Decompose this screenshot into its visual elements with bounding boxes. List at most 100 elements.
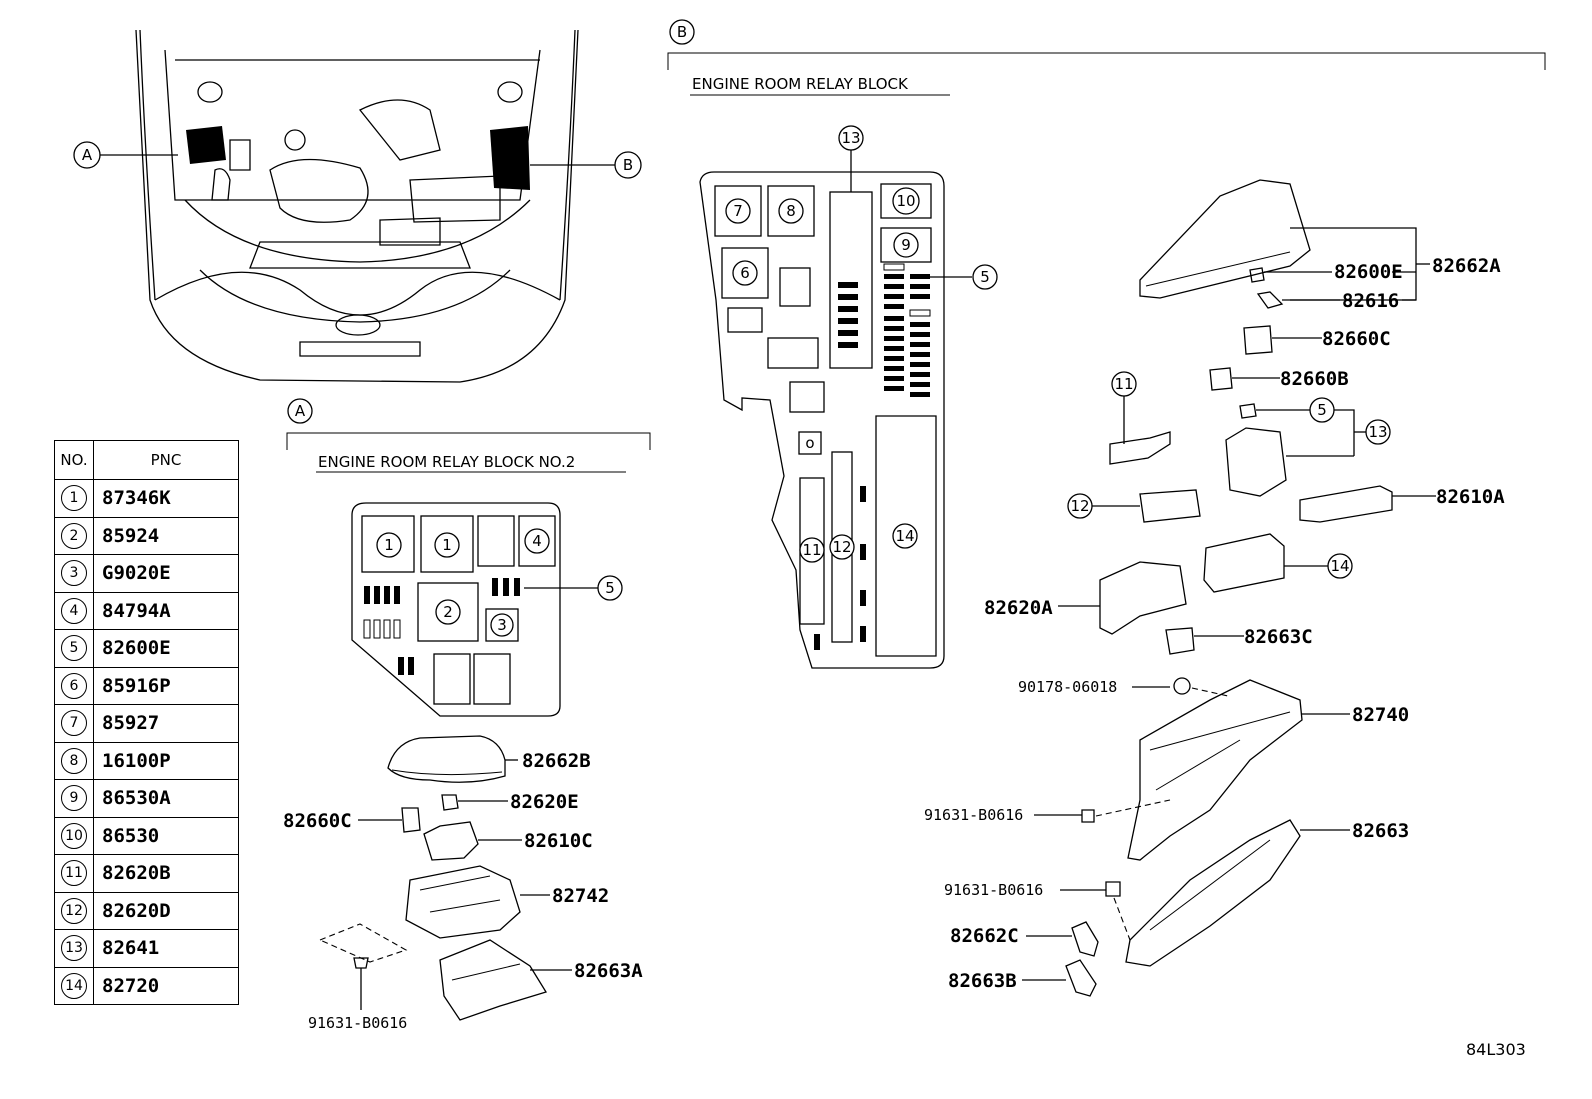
part-82620e: 82620E	[510, 791, 579, 813]
callout-b-label: B	[623, 156, 633, 174]
row-number-circle: 6	[61, 672, 87, 699]
callout-b-vehicle: B	[530, 151, 642, 179]
row-pnc: 16100P	[93, 741, 239, 780]
row-number-circle: 9	[61, 785, 87, 812]
part-82742: 82742	[552, 885, 609, 907]
row-number: 13	[54, 929, 94, 968]
row-number-circle: 1	[61, 485, 87, 512]
callout-8: 8	[786, 202, 796, 220]
row-number-circle: 14	[61, 972, 87, 999]
block-a-title: ENGINE ROOM RELAY BLOCK NO.2	[318, 453, 575, 471]
part-82662b: 82662B	[522, 750, 591, 772]
row-number-circle: 10	[61, 822, 87, 849]
callout-3: 3	[497, 616, 507, 634]
row-number: 1	[54, 479, 94, 518]
vehicle-engine-bay-illustration	[135, 29, 579, 383]
row-pnc: 82641	[93, 929, 239, 968]
part-82610c: 82610C	[524, 830, 593, 852]
callout-12a: 12	[832, 538, 851, 556]
row-number: 5	[54, 629, 94, 668]
row-pnc: 85916P	[93, 666, 239, 705]
part-82660b: 82660B	[1280, 368, 1349, 390]
part-82662a: 82662A	[1432, 255, 1501, 277]
callout-14a: 14	[895, 527, 914, 545]
row-number: 7	[54, 704, 94, 743]
row-pnc: 86530	[93, 816, 239, 855]
row-number: 6	[54, 666, 94, 705]
part-82740: 82740	[1352, 704, 1409, 726]
callout-a-vehicle: A	[73, 141, 178, 169]
callout-11a: 11	[802, 541, 821, 559]
row-number-circle: 7	[61, 710, 87, 737]
callout-a-label: A	[82, 146, 93, 164]
part-82663: 82663	[1352, 820, 1409, 842]
part-82660c-a: 82660C	[283, 810, 352, 832]
row-pnc: 82600E	[93, 629, 239, 668]
callout-5a: 5	[605, 579, 615, 597]
callout-12b: 12	[1070, 497, 1089, 515]
row-number-circle: 13	[61, 935, 87, 962]
callout-1b: 1	[442, 536, 452, 554]
diagram-code: 84L303	[1466, 1040, 1526, 1059]
row-number-circle: 11	[61, 860, 87, 887]
callout-1a: 1	[384, 536, 394, 554]
callout-7: 7	[733, 202, 743, 220]
part-91631-a: 91631-B0616	[308, 1014, 407, 1032]
row-number-circle: 2	[61, 522, 87, 549]
part-82616: 82616	[1342, 290, 1399, 312]
callout-5c: 5	[1317, 401, 1327, 419]
callout-14b: 14	[1330, 557, 1349, 575]
part-82663c: 82663C	[1244, 626, 1313, 648]
row-number: 3	[54, 554, 94, 593]
row-pnc: 82620D	[93, 891, 239, 930]
row-pnc: 86530A	[93, 779, 239, 818]
part-82663b: 82663B	[948, 970, 1017, 992]
row-pnc: 85924	[93, 516, 239, 555]
part-91631-c: 91631-B0616	[944, 881, 1043, 899]
row-number: 10	[54, 816, 94, 855]
part-82663a: 82663A	[574, 960, 643, 982]
row-number: 14	[54, 966, 94, 1005]
callout-4: 4	[532, 532, 542, 550]
part-82620a: 82620A	[984, 597, 1053, 619]
callout-11b: 11	[1114, 375, 1133, 393]
callout-2: 2	[443, 603, 453, 621]
row-pnc: 84794A	[93, 591, 239, 630]
part-82660c-b: 82660C	[1322, 328, 1391, 350]
callout-6: 6	[740, 264, 750, 282]
section-b: B ENGINE ROOM RELAY BLOCK o	[667, 19, 1546, 997]
section-a: A ENGINE ROOM RELAY BLOCK NO.2 1 1 4 2 3	[283, 398, 651, 1032]
row-pnc: 82620B	[93, 854, 239, 893]
row-number-circle: 4	[61, 597, 87, 624]
row-pnc: G9020E	[93, 554, 239, 593]
table-header: NO. PNC	[54, 440, 239, 480]
callout-10: 10	[896, 192, 915, 210]
callout-13a: 13	[841, 129, 860, 147]
block-b-title: ENGINE ROOM RELAY BLOCK	[692, 75, 909, 93]
row-number: 4	[54, 591, 94, 630]
row-pnc: 85927	[93, 704, 239, 743]
row-number: 12	[54, 891, 94, 930]
callout-13b: 13	[1368, 423, 1387, 441]
part-91631-b: 91631-B0616	[924, 806, 1023, 824]
part-90178: 90178-06018	[1018, 678, 1117, 696]
part-82600e-b: 82600E	[1334, 261, 1403, 283]
row-pnc: 82720	[93, 966, 239, 1005]
row-pnc: 87346K	[93, 479, 239, 518]
header-pnc: PNC	[93, 440, 239, 480]
header-no: NO.	[54, 440, 94, 480]
